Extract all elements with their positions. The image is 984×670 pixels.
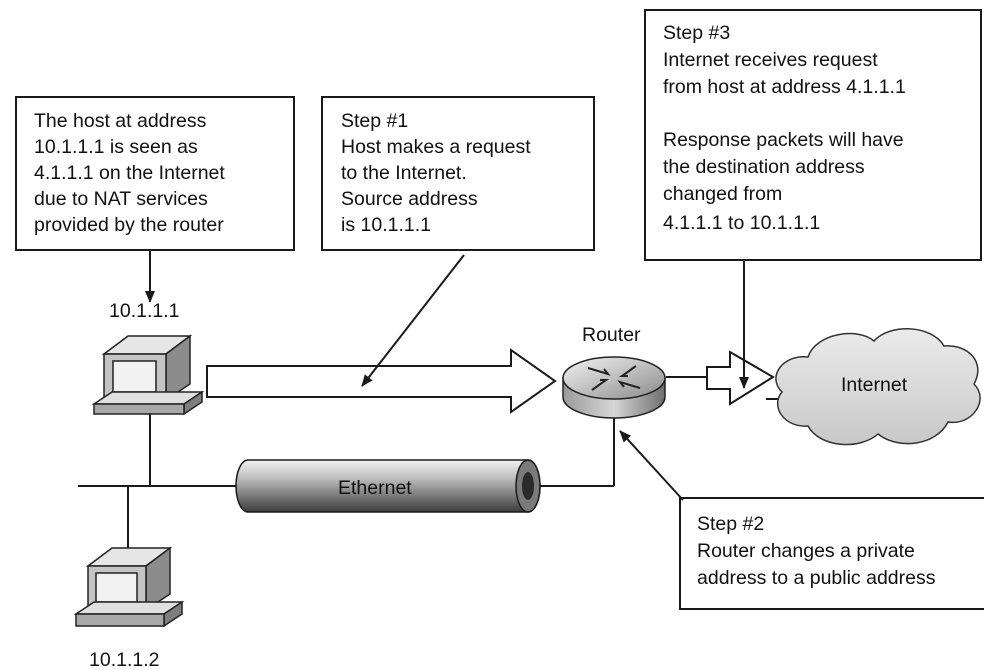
step3-line-1: Step #3 (663, 22, 730, 44)
host1-computer-icon (91, 334, 205, 416)
step2-line-3: address to a public address (697, 567, 936, 589)
step1-line-5: is 10.1.1.1 (341, 214, 431, 236)
step1-line-2: Host makes a request (341, 136, 531, 158)
step2-box (679, 497, 984, 610)
nat-note-line-1: The host at address (34, 110, 207, 132)
step3-callout: Step #3 Internet receives request from h… (644, 9, 982, 261)
step3-line-6: the destination address (663, 156, 865, 178)
step1-line-3: to the Internet. (341, 162, 467, 184)
router-icon (562, 356, 666, 419)
nat-note-line-4: due to NAT services (34, 188, 208, 210)
wan-flow-arrow (706, 350, 775, 406)
ethernet-label: Ethernet (338, 477, 412, 499)
nat-note-callout: The host at address 10.1.1.1 is seen as … (15, 96, 295, 251)
host1-address-label: 10.1.1.1 (109, 300, 179, 322)
router-label: Router (582, 324, 641, 346)
step1-callout: Step #1 Host makes a request to the Inte… (321, 96, 595, 251)
step1-line-1: Step #1 (341, 110, 408, 132)
step1-line-4: Source address (341, 188, 478, 210)
internet-cloud-icon (775, 328, 981, 446)
ethernet-bus: Ethernet (235, 459, 541, 513)
host2-address-label: 10.1.1.2 (89, 649, 159, 670)
nat-note-line-5: provided by the router (34, 214, 224, 236)
step2-line-1: Step #2 (697, 513, 764, 535)
step3-line-5: Response packets will have (663, 129, 904, 151)
step1-pointer (361, 254, 465, 387)
step3-line-3: from host at address 4.1.1.1 (663, 76, 906, 98)
step2-line-2: Router changes a private (697, 540, 915, 562)
request-flow-arrow (206, 348, 557, 414)
ethernet-tube-hole (522, 472, 534, 500)
internet-label: Internet (841, 374, 908, 396)
nat-note-line-3: 4.1.1.1 on the Internet (34, 162, 225, 184)
step3-line-2: Internet receives request (663, 49, 878, 71)
step3-line-8: 4.1.1.1 to 10.1.1.1 (663, 212, 820, 234)
host2-computer-icon (73, 546, 185, 628)
step3-line-7: changed from (663, 183, 782, 205)
nat-note-box (15, 96, 295, 251)
nat-note-line-2: 10.1.1.1 is seen as (34, 136, 198, 158)
step2-callout: Step #2 Router changes a private address… (679, 497, 984, 610)
step3-box (644, 9, 982, 261)
step2-pointer (619, 430, 684, 501)
step1-box (321, 96, 595, 251)
